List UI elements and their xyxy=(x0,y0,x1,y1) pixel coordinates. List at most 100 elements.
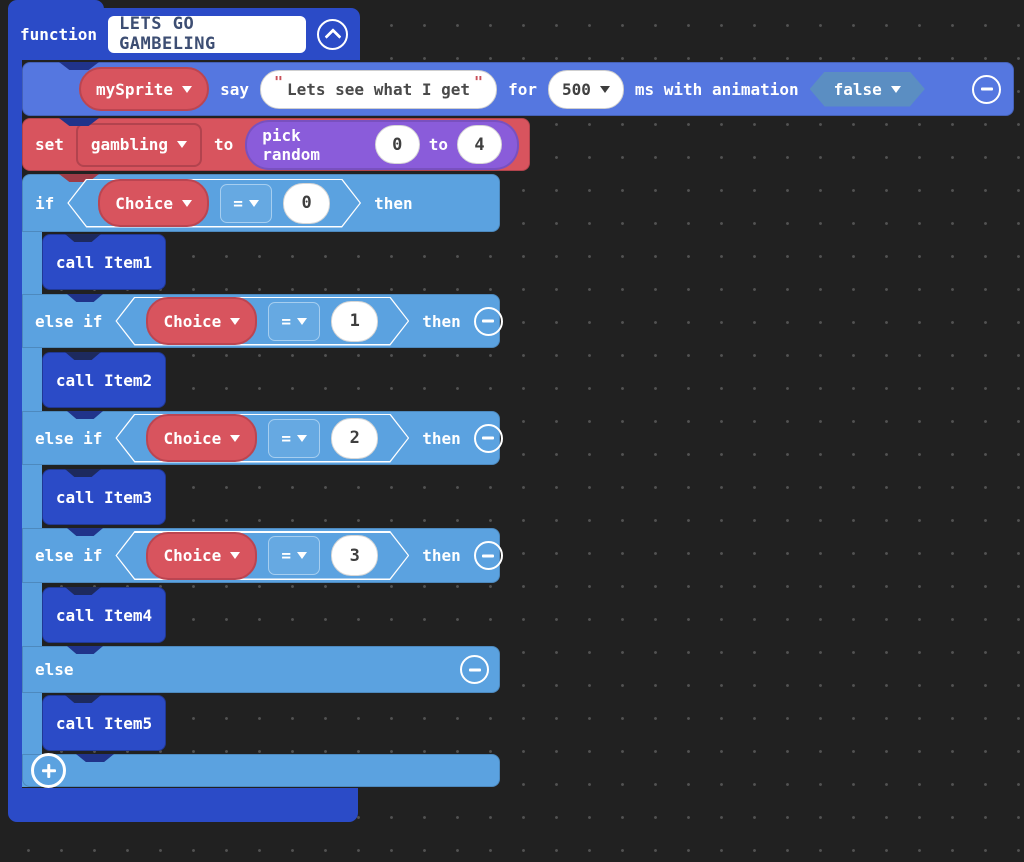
condition-variable-dropdown[interactable]: Choice xyxy=(98,179,210,227)
condition-variable-label: Choice xyxy=(163,428,222,448)
call-function-block[interactable]: call Item5 xyxy=(42,695,166,751)
function-name-field[interactable]: LETS GO GAMBELING xyxy=(108,14,306,54)
random-max-field[interactable]: 4 xyxy=(457,125,502,164)
function-block-spine xyxy=(8,56,22,790)
condition-expression[interactable]: Choice = 0 xyxy=(67,179,361,228)
condition-expression[interactable]: Choice = 3 xyxy=(115,531,409,580)
animation-dropdown[interactable]: false xyxy=(810,72,925,107)
else-row-top-notch xyxy=(67,646,103,654)
else-if-row-top-notch xyxy=(67,411,103,419)
operator-dropdown[interactable]: = xyxy=(220,183,273,223)
call-label: call Item5 xyxy=(55,713,153,733)
else-if-row-top-notch xyxy=(67,528,103,536)
chevron-down-icon xyxy=(248,199,259,207)
condition-value: 0 xyxy=(301,193,312,213)
then-label: then xyxy=(422,428,461,448)
chevron-down-icon xyxy=(230,317,241,325)
operator-label: = xyxy=(281,311,292,331)
call-block-top-notch xyxy=(65,234,101,242)
call-block-top-notch xyxy=(65,352,101,360)
then-label: then xyxy=(374,193,413,213)
to-label: to xyxy=(213,135,234,154)
chevron-down-icon xyxy=(176,141,187,148)
sprite-dropdown[interactable]: mySprite xyxy=(79,67,210,111)
close-quote: " xyxy=(474,73,484,91)
open-quote: " xyxy=(273,73,283,91)
condition-variable-dropdown[interactable]: Choice xyxy=(146,531,258,580)
call-block-top-notch xyxy=(65,469,101,477)
say-text-value: Lets see what I get xyxy=(287,79,471,99)
condition-value: 2 xyxy=(349,428,360,448)
condition-value-field[interactable]: 0 xyxy=(283,182,331,224)
pick-random-block[interactable]: pick random 0 to 4 xyxy=(245,119,519,170)
else-if-label: else if xyxy=(35,546,103,565)
else-if-row[interactable]: else if Choice = 2 then xyxy=(22,411,503,465)
function-block-bottom xyxy=(8,788,358,822)
call-label: call Item3 xyxy=(55,487,153,507)
say-block-top-notch xyxy=(59,62,99,70)
call-block-top-notch xyxy=(65,587,101,595)
else-if-row[interactable]: else if Choice = 3 then xyxy=(22,528,503,583)
else-row[interactable]: else xyxy=(22,646,500,693)
function-definition-block[interactable]: function LETS GO GAMBELING xyxy=(8,8,360,60)
chevron-down-icon xyxy=(297,552,308,559)
chevron-down-icon xyxy=(230,434,241,442)
remove-else-if-icon[interactable] xyxy=(473,423,503,453)
operator-dropdown[interactable]: = xyxy=(268,418,321,458)
random-to-label: to xyxy=(428,135,449,154)
operator-label: = xyxy=(281,546,292,565)
say-label: say xyxy=(220,79,249,99)
condition-variable-dropdown[interactable]: Choice xyxy=(146,297,258,345)
operator-dropdown[interactable]: = xyxy=(268,536,321,575)
call-function-block[interactable]: call Item1 xyxy=(42,234,166,290)
chevron-down-icon xyxy=(297,317,308,325)
collapse-function-icon[interactable] xyxy=(317,18,348,50)
else-if-row[interactable]: else if Choice = 1 then xyxy=(22,294,503,348)
remove-else-if-icon[interactable] xyxy=(473,541,503,570)
random-max-value: 4 xyxy=(474,134,485,155)
random-min-field[interactable]: 0 xyxy=(374,125,420,164)
ms-with-animation-label: ms with animation xyxy=(634,79,799,99)
condition-variable-label: Choice xyxy=(163,546,222,565)
for-label: for xyxy=(508,79,537,99)
sprite-dropdown-label: mySprite xyxy=(96,79,174,99)
operator-label: = xyxy=(233,193,243,213)
say-text-field[interactable]: " Lets see what I get " xyxy=(259,69,498,109)
call-function-block[interactable]: call Item4 xyxy=(42,587,166,643)
operator-dropdown[interactable]: = xyxy=(268,301,321,341)
remove-else-if-icon[interactable] xyxy=(473,306,503,336)
chevron-down-icon xyxy=(182,85,193,93)
variable-dropdown[interactable]: gambling xyxy=(75,122,202,167)
else-if-label: else if xyxy=(35,311,103,331)
call-function-block[interactable]: call Item3 xyxy=(42,469,166,525)
remove-else-icon[interactable] xyxy=(460,655,489,684)
else-label: else xyxy=(35,660,74,679)
call-function-block[interactable]: call Item2 xyxy=(42,352,166,408)
say-block[interactable]: mySprite say " Lets see what I get " for… xyxy=(22,62,1014,116)
chevron-down-icon xyxy=(599,85,610,93)
pick-random-label: pick random xyxy=(262,125,321,164)
call-label: call Item4 xyxy=(55,605,153,625)
condition-expression[interactable]: Choice = 1 xyxy=(115,297,409,346)
chevron-down-icon xyxy=(182,199,193,207)
condition-variable-dropdown[interactable]: Choice xyxy=(146,414,258,462)
if-block-bottom-strip[interactable] xyxy=(22,753,500,788)
condition-value-field[interactable]: 3 xyxy=(331,535,379,576)
duration-dropdown[interactable]: 500 xyxy=(547,69,624,109)
chevron-down-icon xyxy=(230,552,241,559)
function-keyword-label: function xyxy=(20,24,98,44)
animation-value: false xyxy=(833,79,882,99)
duration-value: 500 xyxy=(561,79,591,99)
condition-value-field[interactable]: 2 xyxy=(331,417,379,459)
call-label: call Item2 xyxy=(55,370,153,390)
condition-value: 1 xyxy=(349,311,360,331)
set-variable-block[interactable]: set gambling to pick random 0 to 4 xyxy=(22,118,530,171)
set-block-top-notch xyxy=(59,118,99,126)
condition-value-field[interactable]: 1 xyxy=(331,300,379,342)
add-branch-icon[interactable] xyxy=(31,753,66,788)
condition-expression[interactable]: Choice = 2 xyxy=(115,414,409,463)
chevron-down-icon xyxy=(891,86,901,93)
if-row[interactable]: if Choice = 0 then xyxy=(22,174,500,232)
say-collapse-options-icon[interactable] xyxy=(972,74,1001,104)
variable-dropdown-label: gambling xyxy=(90,135,168,154)
